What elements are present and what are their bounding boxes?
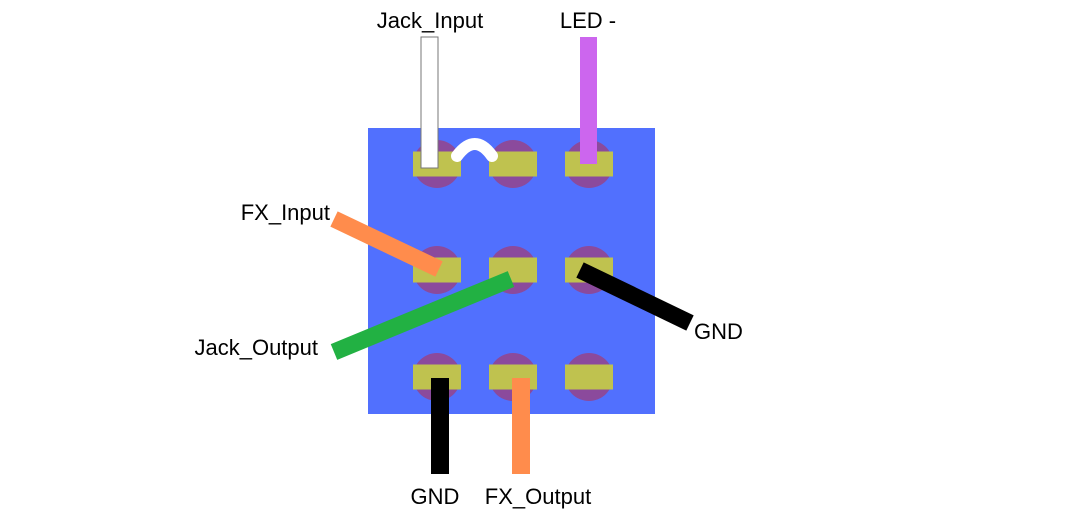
jumper-wire-white bbox=[451, 138, 498, 162]
wire-jack-output bbox=[330, 271, 515, 360]
label-jack-input: Jack_Input bbox=[377, 8, 483, 33]
wire-gnd-right bbox=[576, 262, 694, 331]
wire-fx-output bbox=[512, 378, 530, 474]
label-gnd-right: GND bbox=[694, 319, 743, 344]
label-jack-output: Jack_Output bbox=[194, 335, 318, 360]
label-gnd-bottom: GND bbox=[411, 484, 460, 509]
label-fx-output: FX_Output bbox=[485, 484, 591, 509]
pad-r3c3 bbox=[565, 364, 613, 390]
wire-fx-input bbox=[330, 211, 443, 277]
wire-gnd-bottom bbox=[431, 378, 449, 474]
wire-led-minus bbox=[580, 37, 597, 164]
label-fx-input: FX_Input bbox=[241, 200, 330, 225]
label-led-minus: LED - bbox=[560, 8, 616, 33]
wire-jack-input bbox=[420, 36, 439, 169]
